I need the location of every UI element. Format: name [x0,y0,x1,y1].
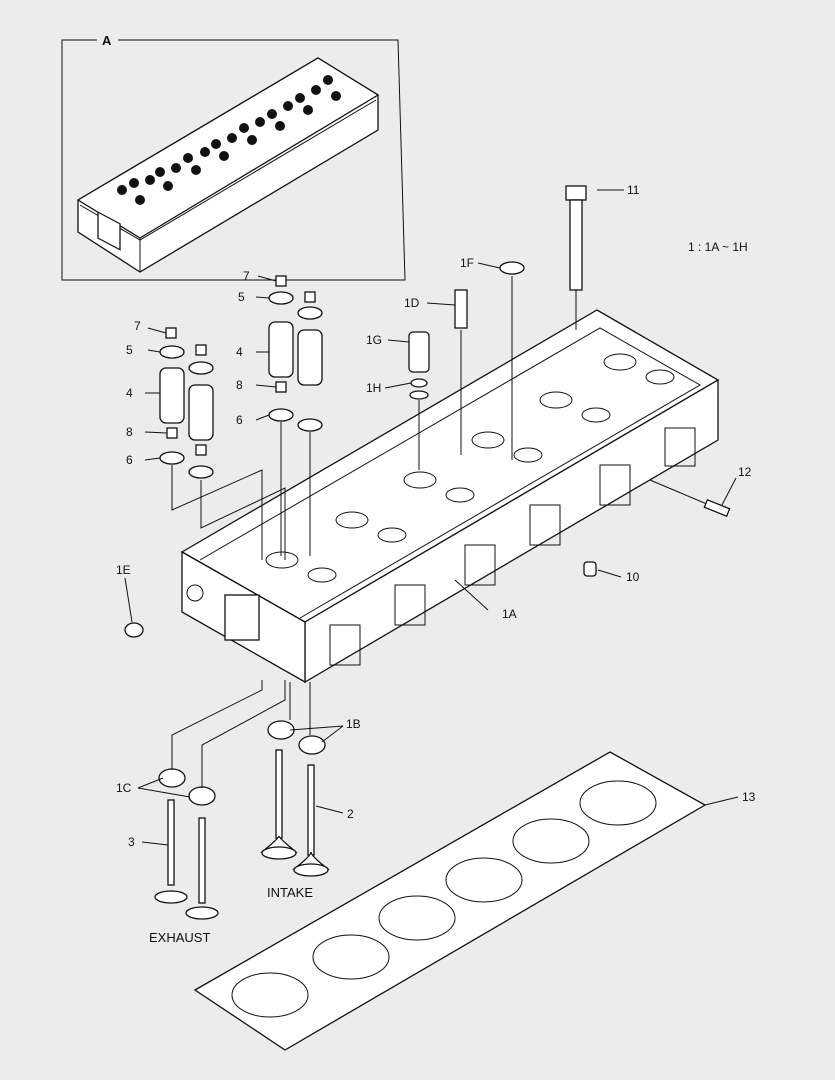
exhaust-valves [154,799,219,920]
caption-intake: INTAKE [267,885,313,900]
head-bolt [565,185,587,330]
callout-3: 3 [128,835,135,849]
callout-8-left: 8 [126,425,133,439]
plug-1e [124,622,144,638]
detail-a-label: A [102,33,112,48]
callout-1h: 1H [366,381,381,395]
callout-1a: 1A [502,607,517,621]
callout-4-left: 4 [126,386,133,400]
callout-1f: 1F [460,256,474,270]
callout-6-right: 6 [236,413,243,427]
callout-5-right: 5 [238,290,245,304]
callout-11: 11 [627,183,640,197]
injector-1g [408,331,430,470]
callout-13: 13 [742,790,756,804]
injector-sleeve [499,261,525,460]
callouts: 11 1 : 1A ~ 1H 1F 1D 1G 1H 7 5 4 8 6 7 5… [116,183,756,945]
exhaust-valve-stack-1 [159,327,185,465]
callout-2: 2 [347,807,354,821]
intake-valve-stack-1 [268,275,294,422]
range-note: 1 : 1A ~ 1H [688,240,748,254]
stud-12 [649,479,731,518]
leader-lines [124,189,739,846]
detail-a-inset: A [61,33,406,281]
plug-10 [583,561,597,577]
callout-4-right: 4 [236,345,243,359]
exhaust-seats [158,768,216,806]
callout-8-right: 8 [236,378,243,392]
callout-6-left: 6 [126,453,133,467]
callout-1e: 1E [116,563,131,577]
callout-1c: 1C [116,781,132,795]
exhaust-valve-stack-2 [188,344,214,479]
callout-1d: 1D [404,296,420,310]
callout-12: 12 [738,465,752,479]
caption-exhaust: EXHAUST [149,930,210,945]
detail-a-valve-cluster [117,75,341,205]
intake-valves [260,749,330,877]
callout-7-left: 7 [134,319,141,333]
tube-1d [454,289,468,455]
cylinder-head [180,309,720,684]
callout-5-left: 5 [126,343,133,357]
callout-10: 10 [626,570,640,584]
intake-seats [267,720,326,755]
callout-7-right: 7 [243,269,250,283]
callout-1b: 1B [346,717,361,731]
head-gasket [193,751,707,1051]
intake-valve-stack-2 [297,291,323,432]
callout-1g: 1G [366,333,382,347]
